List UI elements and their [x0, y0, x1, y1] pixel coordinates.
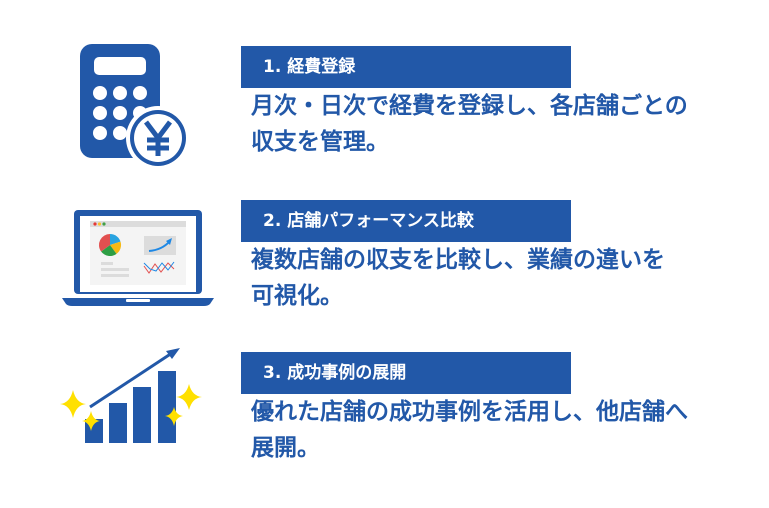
section-title: 2. 店舗パフォーマンス比較: [263, 211, 474, 231]
calculator-yen-icon: [78, 40, 198, 174]
section-title: 3. 成功事例の展開: [263, 363, 407, 383]
description-line: 月次・日次で経費を登録し、各店舗ごとの: [251, 93, 688, 119]
section-title-bar: 1. 経費登録: [241, 46, 571, 88]
section-description: 優れた店舗の成功事例を活用し、他店舗へ 展開。: [251, 394, 761, 466]
description-line: 優れた店舗の成功事例を活用し、他店舗へ: [251, 399, 688, 425]
section-title-bar: 3. 成功事例の展開: [241, 352, 571, 394]
description-line: 収支を管理。: [251, 129, 389, 155]
section-title-bar: 2. 店舗パフォーマンス比較: [241, 200, 571, 242]
section-description: 月次・日次で経費を登録し、各店舗ごとの 収支を管理。: [251, 88, 761, 160]
laptop-dashboard-icon: [60, 208, 216, 312]
section-title: 1. 経費登録: [263, 57, 356, 77]
description-line: 可視化。: [251, 283, 343, 309]
description-line: 複数店舗の収支を比較し、業績の違いを: [251, 247, 665, 273]
description-line: 展開。: [251, 435, 320, 461]
growth-chart-sparkle-icon: [60, 344, 210, 448]
section-description: 複数店舗の収支を比較し、業績の違いを 可視化。: [251, 242, 761, 314]
